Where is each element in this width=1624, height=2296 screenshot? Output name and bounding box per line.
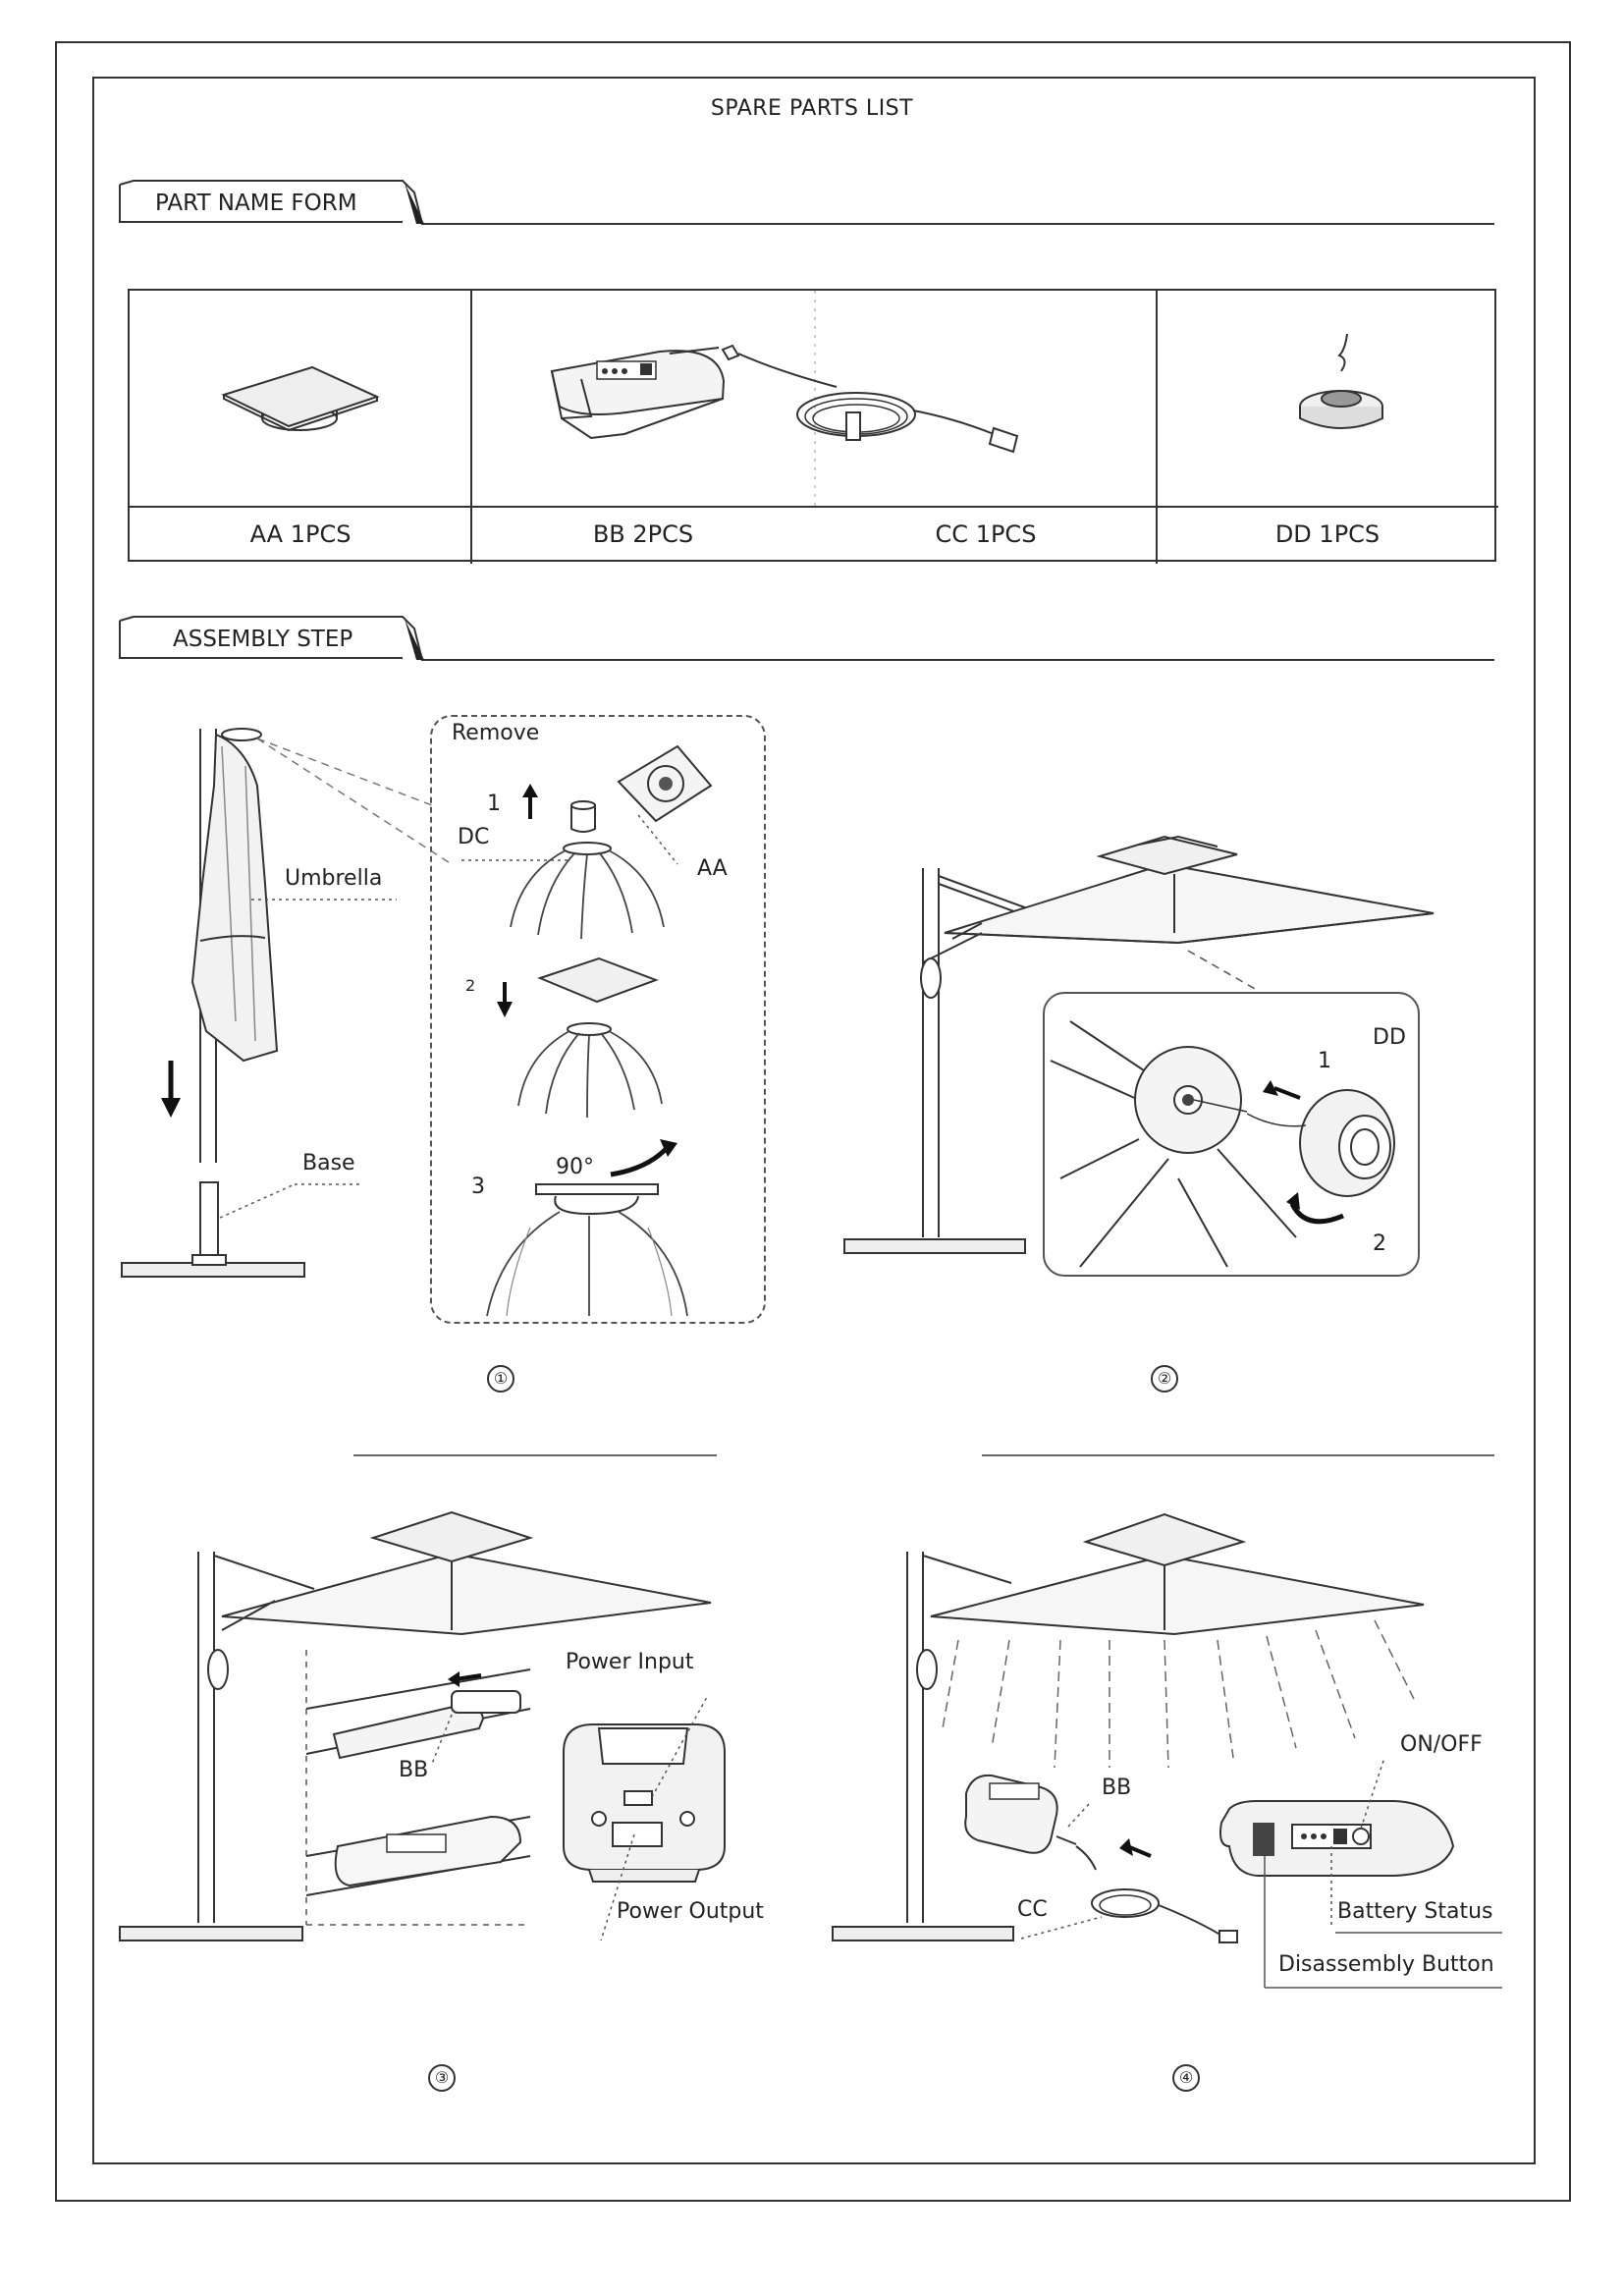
step-number-2: ② — [1151, 1365, 1178, 1393]
label-base: Base — [302, 1151, 355, 1175]
step-number-1: ① — [487, 1365, 514, 1393]
part-label-cc: CC 1PCS — [935, 520, 1037, 548]
label-step4-bb: BB — [1102, 1776, 1132, 1800]
parts-table: AA 1PCS BB 2PCS CC 1PCS DD 1PCS — [128, 289, 1498, 564]
mount-plate-icon — [221, 365, 380, 432]
usb-cable-icon — [721, 344, 1019, 454]
page-title: SPARE PARTS LIST — [710, 96, 914, 121]
label-remove: Remove — [452, 721, 540, 745]
battery-pack-icon — [550, 347, 726, 440]
label-umbrella: Umbrella — [285, 866, 383, 891]
label-step2-sub1: 1 — [1318, 1049, 1331, 1073]
label-disassembly-button: Disassembly Button — [1278, 1952, 1494, 1977]
step2-detail-panel — [1043, 992, 1420, 1277]
part-label-aa: AA 1PCS — [249, 520, 352, 548]
step-number-3: ③ — [428, 2064, 456, 2092]
page-outer-border — [55, 41, 1571, 2202]
label-step3-bb: BB — [399, 1758, 429, 1782]
label-battery-status: Battery Status — [1337, 1899, 1493, 1924]
label-dc: DC — [458, 825, 490, 849]
label-sub1: 1 — [487, 792, 501, 816]
label-power-output: Power Output — [617, 1899, 764, 1924]
label-sub2: 2 — [465, 976, 476, 995]
step-number-4: ④ — [1172, 2064, 1200, 2092]
step1-detail-panel — [430, 715, 766, 1324]
part-label-dd: DD 1PCS — [1274, 520, 1380, 548]
label-sub3: 3 — [471, 1175, 485, 1199]
label-on-off: ON/OFF — [1400, 1732, 1483, 1757]
label-dd: DD — [1373, 1025, 1406, 1050]
label-angle: 90° — [556, 1155, 594, 1179]
label-aa: AA — [697, 856, 728, 881]
part-label-bb: BB 2PCS — [592, 520, 694, 548]
label-step2-sub2: 2 — [1373, 1231, 1386, 1256]
section-title-parts: PART NAME FORM — [155, 191, 357, 216]
page-inner-border — [92, 77, 1536, 2164]
label-step4-cc: CC — [1017, 1897, 1048, 1922]
light-disc-icon — [1299, 333, 1383, 429]
label-power-input: Power Input — [566, 1650, 694, 1674]
section-title-assembly: ASSEMBLY STEP — [173, 627, 353, 652]
